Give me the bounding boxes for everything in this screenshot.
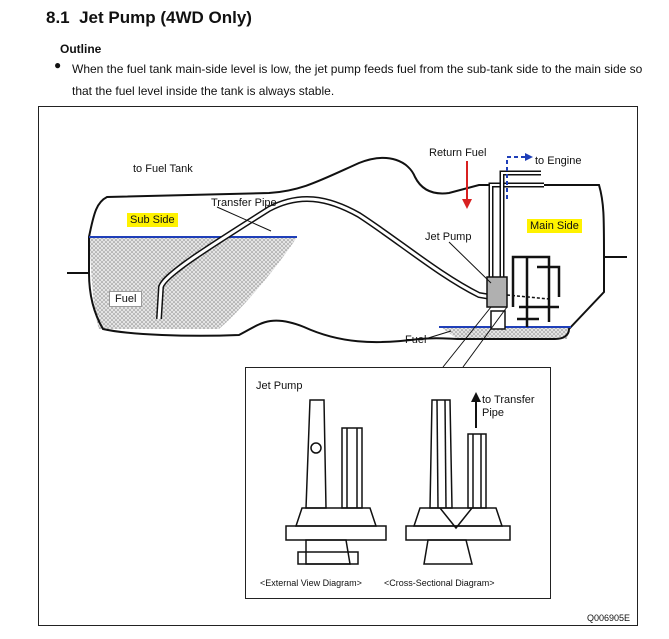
jet-pump-detail-drawing <box>285 392 511 565</box>
sub-side-fuel <box>89 237 297 329</box>
figure-id: Q006905E <box>587 613 631 623</box>
transfer-pipe-label: Transfer Pipe <box>211 197 277 209</box>
sub-side-label: Sub Side <box>127 213 178 227</box>
detail-title: Jet Pump <box>256 380 303 392</box>
sub-fuel-label: Fuel <box>109 291 143 307</box>
pump-bracket <box>511 255 561 327</box>
main-side-label: Main Side <box>527 219 582 233</box>
to-fuel-tank-label: to Fuel Tank <box>133 163 193 175</box>
jet-pump-label: Jet Pump <box>425 231 472 243</box>
external-caption: <External View Diagram> <box>260 578 362 588</box>
to-engine-arrow <box>506 156 527 199</box>
to-transfer-pipe-label: to Transfer Pipe <box>482 394 535 419</box>
outline-text: When the fuel tank main-side level is lo… <box>72 62 643 98</box>
return-fuel-label: Return Fuel <box>429 147 487 159</box>
external-view <box>285 399 387 565</box>
jet-pump-detail-box: Jet Pump to Transfer Pipe <External View… <box>245 367 551 599</box>
outline-heading: Outline <box>60 42 102 56</box>
jet-pump-body <box>486 276 508 308</box>
cross-section-caption: <Cross-Sectional Diagram> <box>384 578 495 588</box>
cross-section-view <box>405 399 511 565</box>
fuel-tank-outline <box>67 156 627 344</box>
bullet-icon: ● <box>54 58 62 72</box>
fuel-tank-figure: to Fuel Tank Transfer Pipe Sub Side Fuel… <box>38 106 638 626</box>
section-title: Jet Pump (4WD Only) <box>79 8 252 27</box>
to-engine-label: to Engine <box>535 155 582 167</box>
section-heading: 8.1 Jet Pump (4WD Only) <box>46 8 252 28</box>
section-number: 8.1 <box>46 8 70 27</box>
main-fuel-label: Fuel <box>405 334 427 346</box>
